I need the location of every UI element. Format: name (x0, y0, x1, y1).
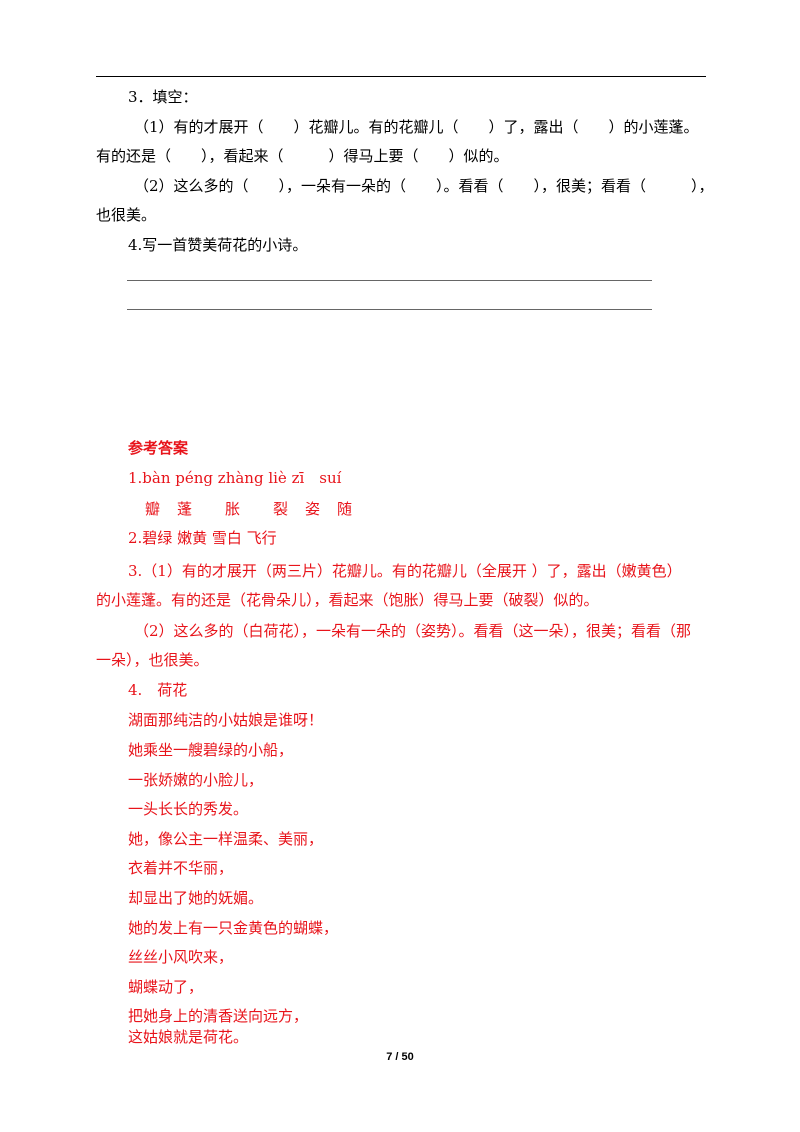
answer-1-pinyin: 1.bàn péng zhàng liè zī suí (128, 469, 342, 487)
poem-line: 她，像公主一样温柔、美丽， (128, 830, 324, 848)
answer-1-characters: 瓣 蓬 胀 裂 姿 随 (145, 500, 354, 518)
poem-line: 这姑娘就是荷花。 (128, 1028, 249, 1046)
question-3-title: 3．填空： (128, 88, 198, 106)
poem-line: 湖面那纯洁的小姑娘是谁呀！ (128, 711, 324, 729)
answer-blank-line[interactable] (127, 280, 652, 281)
question-3-2-line-1: （2）这么多的（ ），一朵有一朵的（ ）。看看（ ），很美；看看（ ）， (134, 177, 714, 195)
answer-3-2-line-1: （2）这么多的（白荷花），一朵有一朵的（姿势）。看看（这一朵），很美；看看（那 (134, 622, 692, 640)
poem-line: 衣着并不华丽， (128, 859, 234, 877)
poem-line: 一张娇嫩的小脸儿， (128, 771, 264, 789)
poem-line: 丝丝小风吹来， (128, 948, 234, 966)
poem-line: 把她身上的清香送向远方， (128, 1007, 309, 1025)
answer-2: 2.碧绿 嫩黄 雪白 飞行 (128, 529, 277, 547)
poem-line: 蝴蝶动了， (128, 978, 204, 996)
question-3-1-line-2: 有的还是（ ），看起来（ ）得马上要（ ）似的。 (96, 147, 509, 165)
header-rule (96, 76, 706, 77)
poem-line: 一头长长的秀发。 (128, 800, 249, 818)
question-3-2-line-2: 也很美。 (96, 206, 157, 224)
answer-3-1-line-1: 3.（1）有的才展开（两三片）花瓣儿。有的花瓣儿（全展开 ）了，露出（嫩黄色） (128, 562, 682, 580)
poem-line: 她乘坐一艘碧绿的小船， (128, 741, 294, 759)
answer-3-1-line-2: 的小莲蓬。有的还是（花骨朵儿），看起来（饱胀）得马上要（破裂）似的。 (96, 591, 599, 609)
question-3-1-line-1: （1）有的才展开（ ）花瓣儿。有的花瓣儿（ ）了，露出（ ）的小莲蓬。 (134, 118, 699, 136)
answer-3-2-line-2: 一朵），也很美。 (96, 651, 209, 669)
poem-line: 却显出了她的妩媚。 (128, 889, 264, 907)
answer-blank-line[interactable] (127, 309, 652, 310)
answers-heading: 参考答案 (128, 439, 189, 457)
page-number: 7 / 50 (386, 1051, 414, 1063)
question-4-title: 4.写一首赞美荷花的小诗。 (128, 236, 308, 254)
answer-4-title: 4. 荷花 (128, 681, 188, 699)
poem-line: 她的发上有一只金黄色的蝴蝶， (128, 919, 339, 937)
